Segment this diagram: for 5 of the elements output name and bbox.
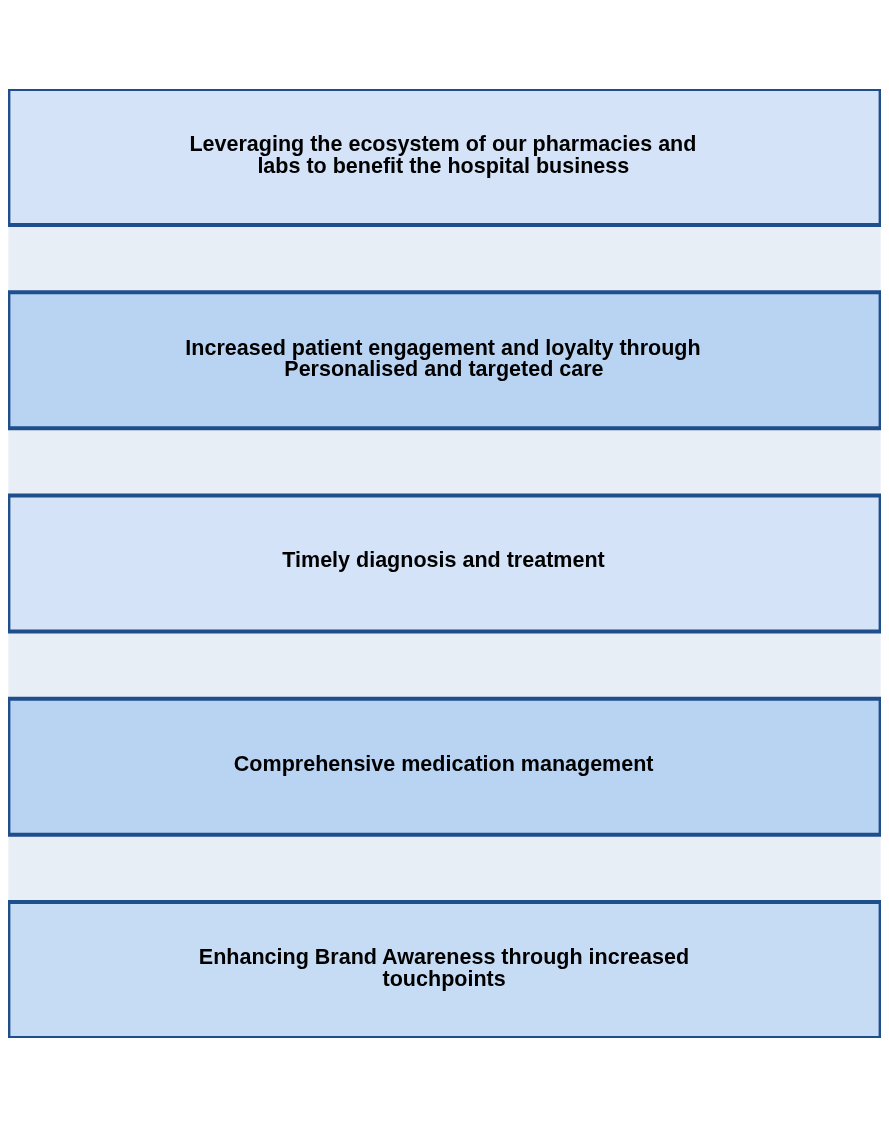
node-box: Increased patient engagement and loyalty through Personalised and targeted care <box>8 290 881 431</box>
node-box: Leveraging the ecosystem of our pharmacies and labs to benefit the hospital business <box>8 89 881 227</box>
node-box: Enhancing Brand Awareness through increased touchpoints <box>8 900 881 1038</box>
node-box: Timely diagnosis and treatment <box>8 493 881 634</box>
node-box: Comprehensive medication management <box>8 696 881 837</box>
